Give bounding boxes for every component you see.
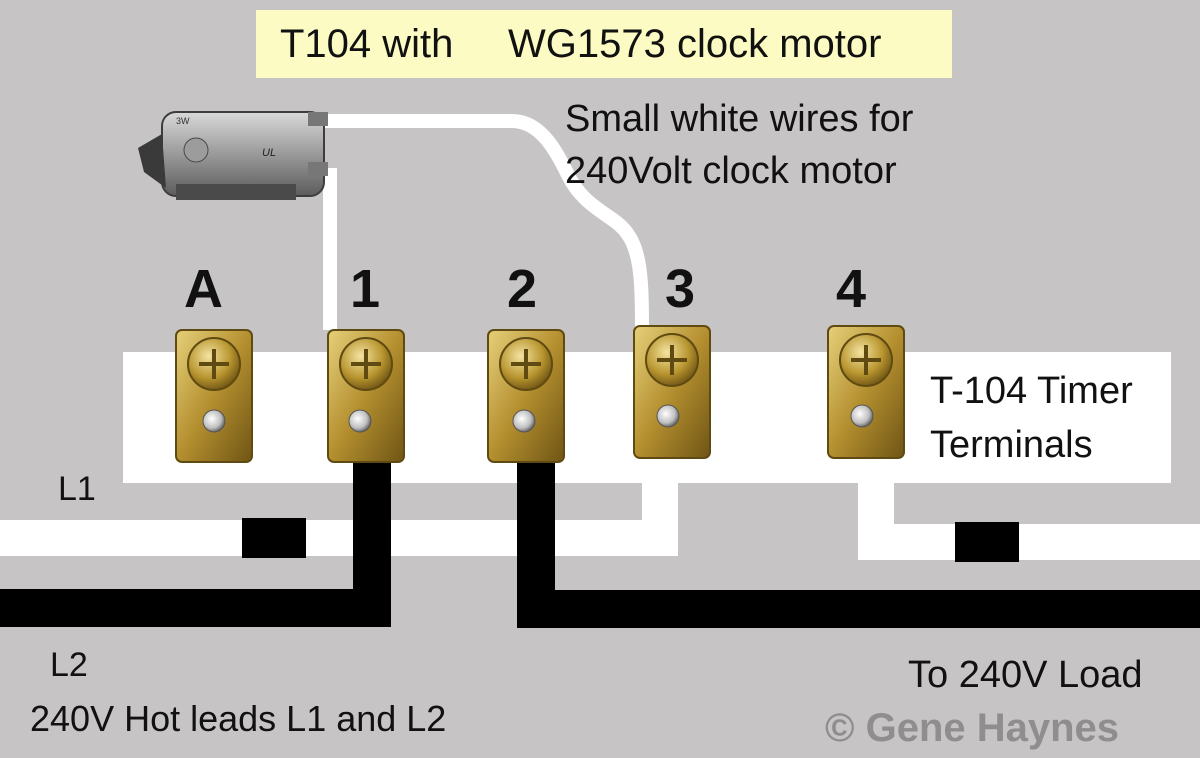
motor-marking-2: UL xyxy=(262,147,276,159)
l2-label: L2 xyxy=(50,646,88,684)
title-part-1: T104 with xyxy=(280,22,454,66)
load-label: To 240V Load xyxy=(908,654,1143,696)
screw-slot xyxy=(351,349,381,379)
terminal-rivet xyxy=(348,409,372,433)
l1-black-marker xyxy=(242,518,306,558)
motor-note-line-1: Small white wires for xyxy=(565,98,914,140)
motor-marking-1: 3W xyxy=(176,116,190,126)
screw-slot xyxy=(199,349,229,379)
motor-note-line-2: 240Volt clock motor xyxy=(565,150,897,192)
copyright: © Gene Haynes xyxy=(825,706,1120,750)
load-black-wire xyxy=(517,462,1200,628)
terminal-label-1: 1 xyxy=(350,259,381,319)
terminal-strip-line-2: Terminals xyxy=(930,424,1093,466)
motor-wire-3 xyxy=(322,114,649,329)
title-part-2: WG1573 clock motor xyxy=(508,22,882,66)
screw-slot xyxy=(657,345,687,375)
terminal-2[interactable] xyxy=(487,329,565,463)
l2-wire xyxy=(0,462,391,627)
screw-slot xyxy=(851,345,881,375)
terminal-rivet xyxy=(202,409,226,433)
terminal-strip-line-1: T-104 Timer xyxy=(930,370,1133,412)
title-box: T104 with WG1573 clock motor xyxy=(256,10,952,78)
terminal-rivet xyxy=(850,404,874,428)
terminal-label-2: 2 xyxy=(507,259,538,319)
terminal-rivet xyxy=(656,404,680,428)
clock-motor-image: 3W UL xyxy=(138,111,328,200)
l1-wire xyxy=(0,448,678,556)
load-black-marker xyxy=(955,522,1019,562)
terminal-A[interactable] xyxy=(175,329,253,463)
l1-label: L1 xyxy=(58,470,96,508)
terminal-1[interactable] xyxy=(327,329,405,463)
terminal-rivet xyxy=(512,409,536,433)
terminal-4[interactable] xyxy=(827,325,905,459)
terminal-label-a: A xyxy=(184,259,223,319)
load-white-wire xyxy=(858,458,1200,560)
terminal-3[interactable] xyxy=(633,325,711,459)
terminal-label-3: 3 xyxy=(665,259,696,319)
screw-slot xyxy=(511,349,541,379)
hot-leads-label: 240V Hot leads L1 and L2 xyxy=(30,698,447,739)
terminal-label-4: 4 xyxy=(836,259,867,319)
